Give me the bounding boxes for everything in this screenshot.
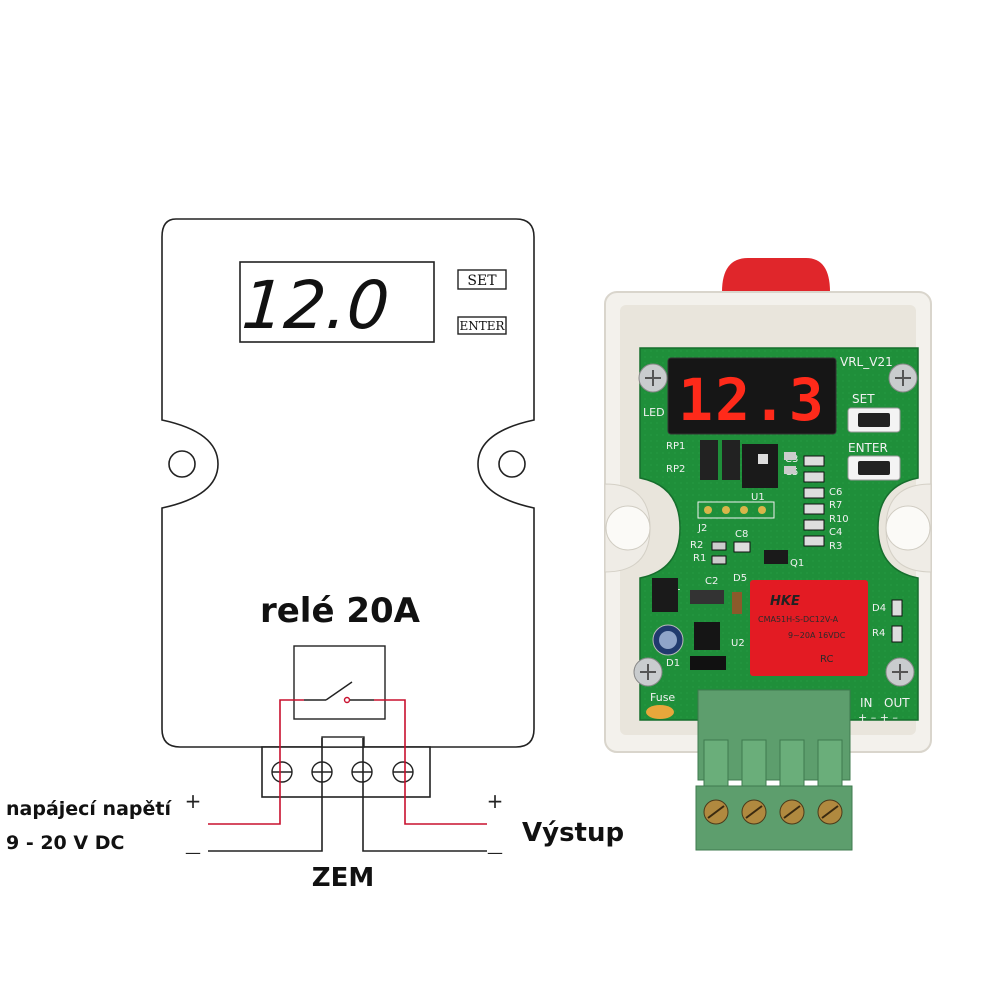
pcb-components bbox=[646, 440, 903, 719]
pcb-terminal-block bbox=[695, 689, 853, 851]
pcb-terminal-polarity: + – + – bbox=[858, 711, 898, 724]
pcb-in-label: IN bbox=[860, 696, 873, 710]
designator: C8 bbox=[735, 529, 748, 540]
led-display-digits: 12.3 bbox=[678, 366, 826, 434]
pcb-version: VRL_V21 bbox=[840, 355, 893, 369]
set-button-box bbox=[457, 269, 507, 290]
relay-model: CMA51H-S-DC12V-A bbox=[758, 615, 839, 624]
designator: U1 bbox=[751, 492, 765, 503]
enter-button-box bbox=[457, 316, 507, 335]
designator: D4 bbox=[872, 603, 886, 614]
relay-cert: RC bbox=[820, 654, 833, 665]
relay-symbol-box bbox=[293, 645, 386, 720]
relay-contact-symbol bbox=[304, 681, 374, 704]
supply-plus: + bbox=[185, 789, 202, 813]
supply-label-line1: napájecí napětí bbox=[6, 798, 172, 820]
relay-brand: HKE bbox=[770, 594, 800, 609]
relay-component bbox=[750, 580, 868, 676]
designator: C6 bbox=[829, 487, 842, 498]
designator: R3 bbox=[829, 541, 842, 552]
designator: R2 bbox=[690, 540, 703, 551]
supply-minus: — bbox=[185, 843, 201, 862]
red-latch bbox=[722, 258, 830, 292]
wiring bbox=[208, 699, 487, 852]
schematic-diagram: 12.0 SET ENTER relé 20A bbox=[6, 218, 624, 893]
designator: R4 bbox=[872, 628, 885, 639]
relay-rating: 9~20A 16VDC bbox=[788, 631, 846, 640]
display-value: 12.0 bbox=[239, 267, 391, 344]
terminal-tab bbox=[321, 736, 365, 748]
terminal-screws bbox=[271, 761, 414, 783]
output-minus: — bbox=[487, 843, 503, 862]
pcb-enter-label: ENTER bbox=[848, 441, 888, 455]
designator: U2 bbox=[731, 638, 745, 649]
led-display-body bbox=[667, 357, 837, 435]
designator: Q1 bbox=[790, 558, 804, 569]
enclosure-outline bbox=[161, 218, 535, 748]
designator: R7 bbox=[829, 500, 842, 511]
designator: R1 bbox=[693, 553, 706, 564]
ground-label: ZEM bbox=[312, 863, 375, 893]
designator: D5 bbox=[733, 573, 747, 584]
module-photo: 12.3 VRL_V21 SET ENTER LED Fuse IN OUT +… bbox=[604, 258, 932, 851]
mount-hole-right bbox=[498, 450, 526, 478]
pcb-set-label: SET bbox=[852, 392, 875, 406]
designator: D1 bbox=[666, 658, 680, 669]
designator: J2 bbox=[697, 523, 707, 534]
output-label: Výstup bbox=[522, 818, 624, 848]
designator: R10 bbox=[829, 514, 849, 525]
designator: RP2 bbox=[666, 464, 685, 475]
relay-title: relé 20A bbox=[260, 591, 421, 631]
mount-hole-left bbox=[168, 450, 196, 478]
pcb-fuse-label: Fuse bbox=[650, 691, 675, 704]
set-label: SET bbox=[467, 273, 497, 289]
designator: C4 bbox=[829, 527, 842, 538]
enter-label: ENTER bbox=[459, 319, 505, 333]
pcb-out-label: OUT bbox=[884, 696, 910, 710]
display-window bbox=[239, 261, 435, 343]
pcb-led-label: LED bbox=[643, 406, 665, 419]
designator: C2 bbox=[705, 576, 718, 587]
pcb-screws bbox=[633, 363, 918, 687]
supply-label-line2: 9 - 20 V DC bbox=[6, 832, 124, 854]
designator: RP1 bbox=[666, 441, 685, 452]
output-plus: + bbox=[487, 789, 504, 813]
